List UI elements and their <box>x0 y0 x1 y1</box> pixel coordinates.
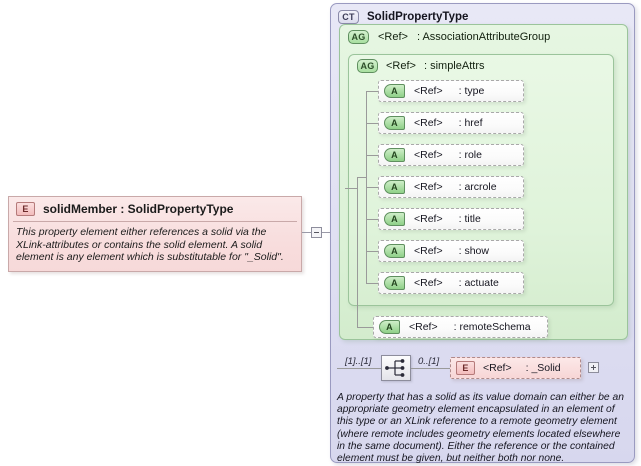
element-box-documentation: This property element either references … <box>16 226 284 263</box>
tree-stub-actuate <box>366 283 378 284</box>
simple-attrs-type-label: : simpleAttrs <box>423 60 485 72</box>
attribute-ref-label: <Ref> <box>414 85 443 97</box>
complex-type-icon: CT <box>338 10 359 24</box>
attribute-row-actuate[interactable]: A <Ref> : actuate <box>378 272 524 294</box>
attribute-ref-label: <Ref> <box>414 117 443 129</box>
tree-stub-href <box>366 123 378 124</box>
tree-branch-remote-schema <box>357 327 373 328</box>
sequence-compositor-icon[interactable] <box>381 355 411 381</box>
attribute-ref-label: <Ref> <box>414 149 443 161</box>
cardinality-right: 0..[1] <box>418 356 440 367</box>
tree-stub-role <box>366 155 378 156</box>
attribute-icon: A <box>379 320 400 334</box>
complex-type-documentation: A property that has a solid as its value… <box>337 392 624 465</box>
attribute-ref-label: <Ref> <box>409 321 438 333</box>
attribute-icon: A <box>384 212 405 226</box>
element-box-header: E solidMember : SolidPropertyType <box>9 197 301 221</box>
attribute-row-type[interactable]: A <Ref> : type <box>378 80 524 102</box>
connector-sequence-in <box>337 368 381 369</box>
simple-attrs-header: AG <Ref> : simpleAttrs <box>349 55 613 73</box>
attribute-icon: A <box>384 148 405 162</box>
connector-line-right <box>322 232 331 233</box>
attribute-row-role[interactable]: A <Ref> : role <box>378 144 524 166</box>
attribute-row-title[interactable]: A <Ref> : title <box>378 208 524 230</box>
attribute-row-href[interactable]: A <Ref> : href <box>378 112 524 134</box>
attribute-icon: A <box>384 276 405 290</box>
attribute-group-type-label: : AssociationAttributeGroup <box>416 31 551 43</box>
tree-stub-arcrole <box>366 187 378 188</box>
collapse-toggle-button[interactable] <box>311 227 322 238</box>
element-box-title: solidMember : SolidPropertyType <box>43 202 234 216</box>
element-box-divider <box>13 221 297 222</box>
attribute-icon: A <box>384 84 405 98</box>
attribute-ref-label: <Ref> <box>414 277 443 289</box>
tree-stub-title <box>366 219 378 220</box>
tree-stub-type <box>366 91 378 92</box>
attribute-type-label: : arcrole <box>458 181 497 193</box>
attribute-ref-label: <Ref> <box>414 213 443 225</box>
attribute-ref-label: <Ref> <box>414 245 443 257</box>
attribute-type-label: : title <box>458 213 481 225</box>
element-row-solid[interactable]: E <Ref> : _Solid <box>450 357 581 379</box>
element-box-solid-member[interactable]: E solidMember : SolidPropertyType This p… <box>8 196 302 272</box>
attribute-type-label: : href <box>458 117 483 129</box>
attribute-group-icon: AG <box>348 30 369 44</box>
complex-type-header: CT SolidPropertyType <box>331 4 634 24</box>
element-ref-label: <Ref> <box>483 362 512 374</box>
attribute-type-label: : show <box>458 245 489 257</box>
element-icon: E <box>16 202 35 216</box>
simple-attrs-ref-label: <Ref> <box>386 60 416 72</box>
connector-line-left <box>302 232 311 233</box>
attribute-group-ref-label: <Ref> <box>378 31 408 43</box>
attribute-type-label: : type <box>458 85 485 97</box>
attribute-ref-label: <Ref> <box>414 181 443 193</box>
expand-toggle-button[interactable] <box>588 362 599 373</box>
attribute-type-label: : role <box>458 149 482 161</box>
attribute-group-header: AG <Ref> : AssociationAttributeGroup <box>340 25 627 44</box>
tree-stub-show <box>366 251 378 252</box>
sequence-glyph <box>385 359 405 377</box>
attribute-icon: A <box>384 180 405 194</box>
attribute-icon: A <box>384 116 405 130</box>
tree-branch-simple-attrs <box>357 177 366 178</box>
attribute-icon: A <box>384 244 405 258</box>
cardinality-left: [1]..[1] <box>345 356 372 367</box>
attribute-row-show[interactable]: A <Ref> : show <box>378 240 524 262</box>
tree-root-stub <box>345 188 357 189</box>
attribute-row-arcrole[interactable]: A <Ref> : arcrole <box>378 176 524 198</box>
attribute-type-label: : remoteSchema <box>453 321 531 333</box>
tree-spine-association-group <box>357 177 358 327</box>
attribute-row-remote-schema[interactable]: A <Ref> : remoteSchema <box>373 316 548 338</box>
complex-type-title: SolidPropertyType <box>367 11 469 23</box>
element-type-label: : _Solid <box>525 362 561 374</box>
simple-attrs-icon: AG <box>357 59 378 73</box>
connector-sequence-out <box>411 368 450 369</box>
element-icon: E <box>456 361 475 375</box>
attribute-type-label: : actuate <box>458 277 499 289</box>
